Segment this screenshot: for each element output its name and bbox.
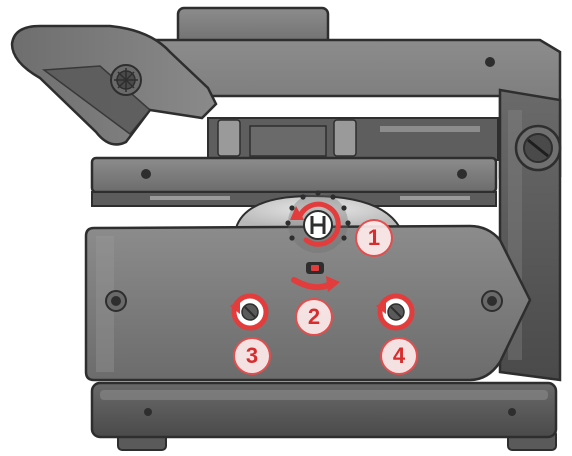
step-label-4: 4	[380, 337, 418, 375]
side-knob	[514, 124, 562, 172]
lid-lever	[10, 24, 218, 146]
rotate-arrow-icon	[291, 276, 340, 292]
step-label-1: 1	[355, 219, 393, 257]
step-label-2: 2	[295, 298, 333, 336]
blade-rotation-lever	[306, 262, 324, 274]
middle-shelf	[90, 156, 498, 207]
clamp-area	[207, 117, 499, 161]
step-label-3: 3	[233, 337, 271, 375]
base-plate	[90, 381, 558, 439]
right-fixing-screw	[376, 293, 415, 331]
left-fixing-screw	[230, 293, 269, 331]
rotate-arrow-icon	[290, 201, 341, 247]
